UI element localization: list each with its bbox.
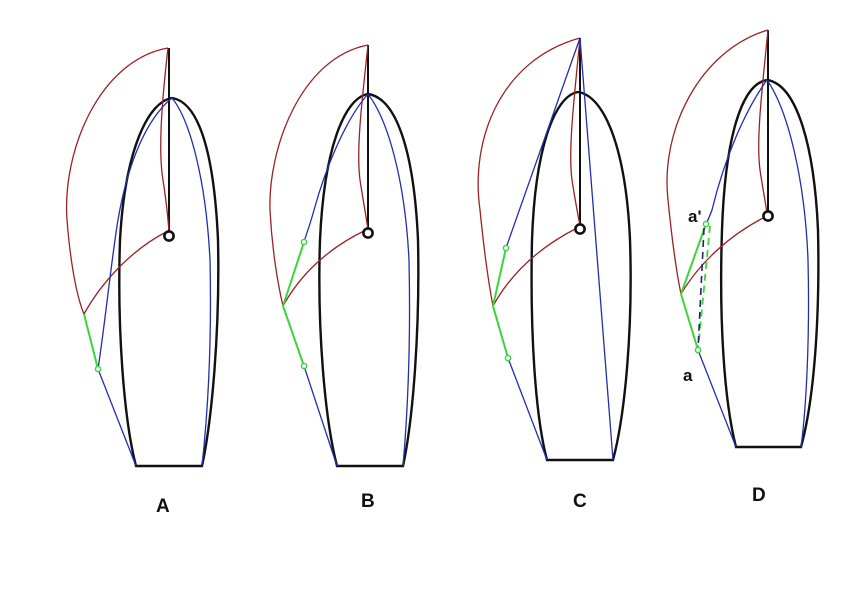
point-a	[694, 346, 702, 354]
spinnaker-inner-curve-b	[358, 44, 369, 231]
panel-b: B	[269, 44, 420, 512]
sheet-lower-b	[303, 365, 338, 467]
pole-upper-segment-b	[282, 241, 305, 307]
label-a: a	[683, 366, 693, 385]
pole-lower-segment-c	[492, 305, 509, 359]
sheet-curve-a	[83, 230, 169, 315]
stay-left-c	[505, 37, 581, 249]
sheet-lower-a	[97, 368, 137, 467]
spinnaker-outer-curve-b	[269, 44, 369, 307]
pole-lower-segment-d	[680, 293, 699, 351]
pole-lower-point-b	[300, 362, 308, 370]
stay-left-a	[97, 97, 173, 370]
panel-c: C	[477, 37, 632, 512]
spinnaker-outer-curve-d	[666, 29, 769, 295]
stay-right-a	[171, 97, 212, 467]
pole-upper-segment-d	[680, 223, 707, 295]
mast-step-b	[362, 227, 374, 239]
stay-right-b	[367, 93, 411, 467]
spinnaker-outer-curve-c	[477, 37, 581, 307]
stay-left-d	[705, 79, 768, 225]
pole-upper-point-c	[502, 244, 510, 252]
spinnaker-inner-curve-d	[758, 29, 769, 215]
dashed-chord-dark-d	[697, 227, 705, 351]
pole-end-point-a	[94, 365, 102, 373]
pole-lower-segment-b	[282, 305, 305, 367]
sheet-curve-b	[282, 229, 367, 307]
panel-d: a' a D	[666, 29, 820, 506]
pole-upper-point-b	[300, 238, 308, 246]
panel-a: A	[65, 47, 220, 517]
hull-c	[530, 90, 632, 462]
stay-right-d	[766, 79, 810, 448]
spinnaker-inner-curve-c	[570, 37, 581, 227]
sheet-lower-d	[697, 349, 737, 448]
sheet-lower-c	[507, 357, 548, 461]
stay-right-c	[579, 37, 614, 461]
caption-d: D	[752, 485, 766, 506]
sheet-curve-d	[680, 216, 766, 295]
label-a-prime: a'	[688, 207, 702, 226]
point-a-prime	[702, 220, 710, 228]
spinnaker-outer-curve-a	[65, 47, 169, 315]
mast-step-d	[762, 210, 774, 222]
pole-segment-a	[83, 313, 99, 370]
pole-lower-point-c	[504, 354, 512, 362]
spinnaker-inner-curve-a	[160, 47, 170, 234]
dashed-chord-green-d	[697, 225, 711, 351]
sheet-curve-c	[492, 227, 578, 307]
mast-step-c	[574, 223, 586, 235]
caption-b: B	[361, 491, 375, 512]
mast-step-a	[163, 230, 175, 242]
pole-upper-segment-c	[492, 247, 507, 307]
caption-a: A	[156, 496, 170, 517]
stay-left-b	[303, 93, 369, 243]
hull-d	[719, 78, 820, 449]
caption-c: C	[573, 491, 587, 512]
